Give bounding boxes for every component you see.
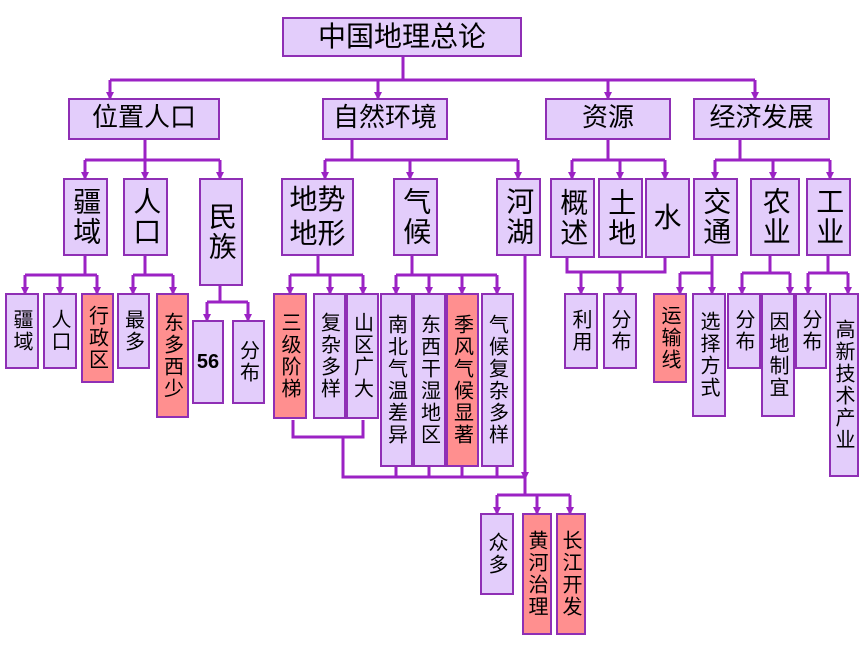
leaf-resource-utilization: 利用: [564, 293, 598, 369]
leaf-three-steps: 三级阶梯: [273, 293, 307, 419]
topic-ethnic-groups: 民族: [199, 178, 243, 286]
topic-terrain: 地势地形: [281, 178, 354, 256]
topic-resources-overview: 概述: [550, 178, 595, 258]
topic-rivers-lakes: 河湖: [496, 178, 541, 256]
topic-land: 土地: [598, 178, 643, 258]
leaf-land-distribution: 分布: [603, 293, 637, 369]
category-position-population: 位置人口: [68, 98, 220, 140]
leaf-complex-varied-terrain: 复杂多样: [313, 293, 346, 419]
leaf-transport-lines: 运输线: [653, 293, 687, 383]
topic-water: 水: [645, 178, 690, 258]
topic-population: 人口: [123, 178, 168, 256]
leaf-industry-distribution: 分布: [795, 293, 827, 369]
leaf-yangtze-development: 长江开发: [556, 513, 586, 635]
leaf-population: 人口: [43, 293, 77, 369]
topic-industry: 工业: [806, 178, 851, 256]
leaf-monsoon-climate: 季风气候显著: [446, 293, 479, 467]
leaf-high-tech-industry: 高新技术产业: [829, 293, 859, 477]
leaf-administrative-divisions: 行政区: [81, 293, 114, 383]
leaf-north-south-temperature: 南北气温差异: [380, 293, 413, 467]
topic-territory: 疆域: [63, 178, 108, 256]
leaf-east-west-dry-wet: 东西干湿地区: [413, 293, 446, 467]
leaf-east-dense-west-sparse: 东多西少: [156, 293, 189, 418]
leaf-yellow-river-control: 黄河治理: [522, 513, 552, 635]
topic-climate: 气候: [393, 178, 438, 256]
leaf-56-ethnic-groups: 56: [192, 320, 224, 404]
topic-agriculture: 农业: [750, 178, 800, 256]
topic-transport: 交通: [693, 178, 738, 256]
leaf-suit-local-conditions: 因地制宜: [761, 293, 795, 417]
leaf-complex-climate: 气候复杂多样: [481, 293, 514, 467]
leaf-ethnic-distribution: 分布: [232, 320, 265, 404]
leaf-agriculture-distribution: 分布: [727, 293, 761, 369]
category-economic-development: 经济发展: [693, 98, 830, 140]
leaf-many-rivers: 众多: [480, 513, 514, 595]
leaf-territory: 疆域: [5, 293, 39, 369]
leaf-most-populous: 最多: [117, 293, 150, 369]
root-node: 中国地理总论: [282, 17, 522, 57]
category-resources: 资源: [545, 98, 671, 140]
category-natural-environment: 自然环境: [322, 98, 448, 140]
leaf-vast-mountains: 山区广大: [346, 293, 379, 419]
leaf-transport-mode-choice: 选择方式: [692, 293, 726, 417]
